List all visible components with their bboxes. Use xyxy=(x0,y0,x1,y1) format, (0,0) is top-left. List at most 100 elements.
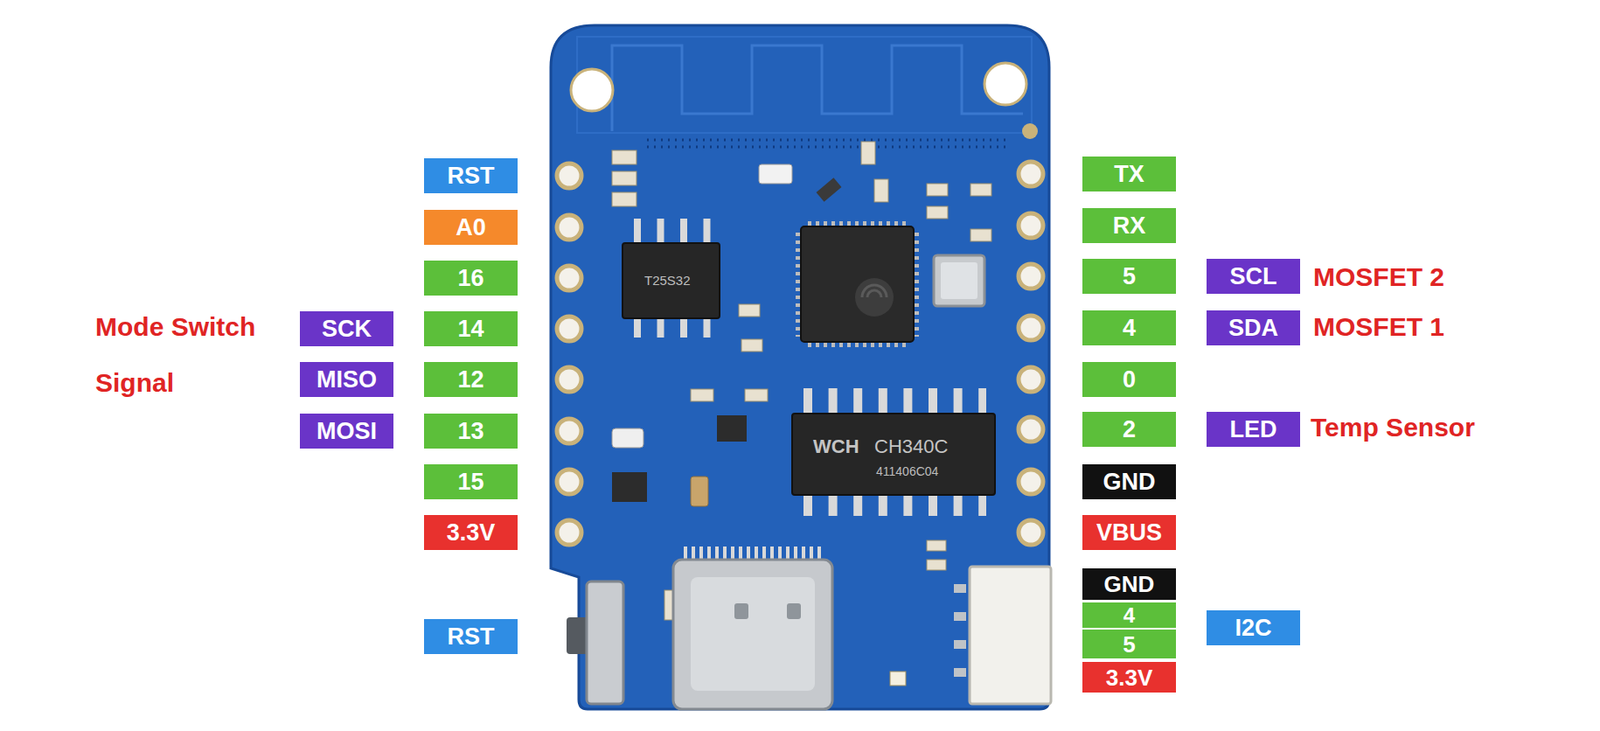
smd-component xyxy=(716,415,747,442)
i2c-connector xyxy=(969,566,1051,704)
pin-hole xyxy=(556,215,582,240)
pin-label: GND xyxy=(1082,464,1176,500)
chip-legs xyxy=(633,218,711,244)
esp-logo xyxy=(855,278,894,317)
antenna-trace xyxy=(612,45,1023,132)
smd-component xyxy=(738,304,760,317)
pin-name: 15 xyxy=(457,470,484,494)
function-annotation: Signal xyxy=(95,369,174,397)
smd-component xyxy=(690,389,714,402)
pin-label: 2 xyxy=(1082,411,1176,447)
pin-label: 5 xyxy=(1082,258,1176,294)
pin-label: 16 xyxy=(424,260,518,296)
pin-label: I2C xyxy=(1206,610,1301,646)
pin-label: 14 xyxy=(424,311,518,347)
pin-label: TX xyxy=(1082,156,1176,192)
smd-component xyxy=(744,389,768,402)
smd-component xyxy=(926,540,947,551)
pin-hole xyxy=(1018,315,1044,341)
via-row xyxy=(646,146,1006,149)
pin-hole xyxy=(556,163,582,188)
pin-label: A0 xyxy=(424,209,518,245)
pin-name: 13 xyxy=(457,419,484,444)
pin-name: 14 xyxy=(457,317,484,341)
via-row xyxy=(646,139,1006,142)
pin-hole xyxy=(1018,213,1044,238)
flash-chip xyxy=(622,243,720,319)
led-component xyxy=(890,671,906,686)
pin-name: LED xyxy=(1230,417,1278,442)
reset-button xyxy=(586,581,624,704)
pin-name: TX xyxy=(1113,162,1145,187)
pin-hole xyxy=(556,520,582,545)
smd-component xyxy=(612,150,637,165)
chip-marking: WCH xyxy=(813,437,860,457)
pin-label: VBUS xyxy=(1082,514,1176,550)
function-annotation: MOSFET 2 xyxy=(1313,264,1445,291)
pin-name: GND xyxy=(1104,572,1155,596)
pin-name: MISO xyxy=(316,368,377,392)
pin-hole xyxy=(556,265,582,291)
pin-hole xyxy=(1018,469,1044,494)
pin-label: 4 xyxy=(1082,310,1176,346)
pin-hole xyxy=(1018,161,1044,187)
pin-holes-left xyxy=(556,163,582,545)
smd-component xyxy=(861,141,876,165)
pin-hole xyxy=(1018,264,1044,289)
chip-legs xyxy=(803,494,987,516)
pin-name: MOSI xyxy=(316,419,377,444)
smd-component xyxy=(690,476,709,507)
pin-hole xyxy=(556,418,582,444)
pin-label: 0 xyxy=(1082,361,1176,397)
pin-name: 4 xyxy=(1123,605,1135,627)
pin-label: LED xyxy=(1206,411,1301,447)
smd-component xyxy=(874,179,889,202)
pin-name: SDA xyxy=(1228,316,1279,341)
pin-name: 5 xyxy=(1122,264,1136,289)
pin-name: A0 xyxy=(455,215,487,240)
esp-logo-mark xyxy=(862,285,887,298)
pin-label: SDA xyxy=(1206,310,1301,346)
pin-name: 0 xyxy=(1122,368,1136,392)
smd-component xyxy=(816,177,842,202)
smd-component xyxy=(970,183,992,196)
pin-label: RST xyxy=(424,619,518,654)
function-annotation: MOSFET 1 xyxy=(1313,313,1445,341)
pin-label: 13 xyxy=(424,413,518,449)
smd-component xyxy=(926,559,947,571)
pin-hole xyxy=(1018,520,1044,545)
pin-name: RST xyxy=(447,164,495,188)
usb-serial-chip xyxy=(792,413,995,495)
pin-label: 15 xyxy=(424,464,518,500)
function-annotation: Mode Switch xyxy=(95,313,256,341)
pin-name: 4 xyxy=(1122,316,1136,341)
smd-component xyxy=(612,472,647,502)
pin-name: RX xyxy=(1113,214,1147,238)
pin-name: VBUS xyxy=(1096,521,1162,545)
chip-marking: T25S32 xyxy=(644,273,691,287)
usb-c-connector xyxy=(673,559,833,710)
pin-name: 3.3V xyxy=(446,521,496,545)
pin-label: RX xyxy=(1082,208,1176,244)
pin-name: RST xyxy=(447,625,495,649)
chip-legs xyxy=(633,316,711,338)
pin-hole xyxy=(556,469,582,494)
smd-component xyxy=(926,183,948,196)
smd-component xyxy=(926,206,948,219)
pin-label: 3.3V xyxy=(1082,661,1176,693)
pin-label: 5 xyxy=(1082,629,1176,659)
pin-hole xyxy=(1018,417,1044,442)
smd-component xyxy=(612,171,637,186)
pin-name: 2 xyxy=(1122,417,1136,442)
usb-c-shell xyxy=(690,577,815,691)
pin-hole xyxy=(1018,367,1044,392)
pin-hole xyxy=(556,367,582,392)
pin-name: SCK xyxy=(321,317,372,341)
pin-hole xyxy=(556,316,582,341)
pin-name: 12 xyxy=(457,368,484,392)
pin-label: MOSI xyxy=(299,413,394,449)
chip-legs xyxy=(803,388,987,413)
pin-label: GND xyxy=(1082,568,1176,600)
